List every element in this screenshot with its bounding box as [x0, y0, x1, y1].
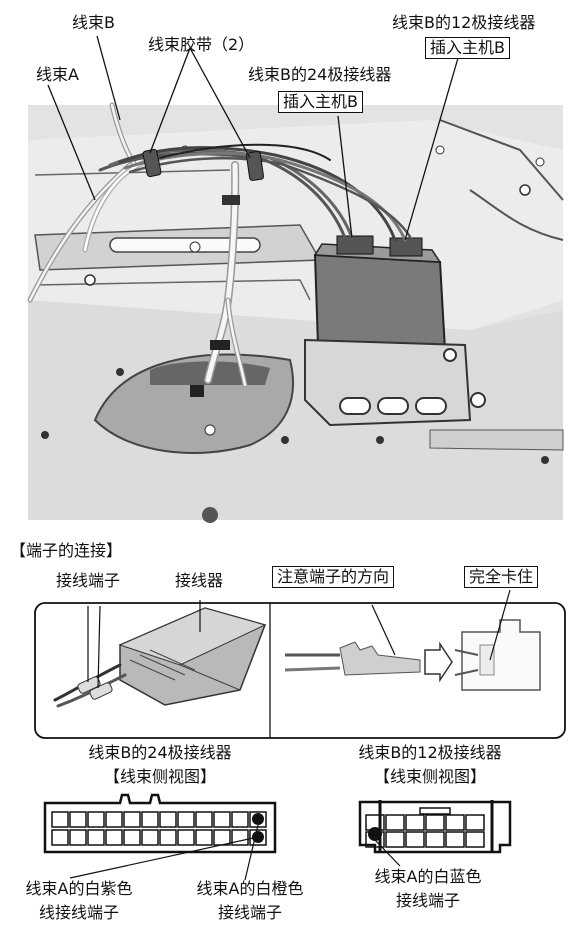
label-white-purple-line1: 线束A的白紫色 [25, 879, 133, 898]
label-white-orange-line2: 接线端子 [217, 903, 282, 922]
top-leader-lines [47, 35, 459, 241]
vehicle-panel-photo [27, 102, 564, 523]
connector-24pin-view [43, 793, 277, 881]
terminal-panel [34, 589, 566, 739]
label-note-direction: 注意端子的方向 [272, 566, 395, 588]
label-fully-locked: 完全卡住 [464, 566, 539, 588]
label-insert-host-b-1: 插入主机B [425, 37, 510, 59]
label-wire-terminal: 接线端子 [56, 571, 121, 590]
label-insert-host-b-2: 插入主机B [278, 91, 363, 113]
terminal-section-heading: 【端子的连接】 [10, 541, 123, 560]
label-harness-b: 线束B [72, 13, 115, 32]
view-24pin-subtitle: 【线束侧视图】 [103, 767, 216, 786]
label-harness-a: 线束A [36, 65, 79, 84]
view-12pin-title: 线束B的12极接线器 [358, 743, 502, 762]
label-connector: 接线器 [175, 571, 224, 590]
view-24pin-title: 线束B的24极接线器 [88, 743, 232, 762]
connector-12pin-view [358, 800, 512, 867]
label-white-purple-line2: 线接线端子 [38, 903, 119, 922]
label-harness-b-12pin: 线束B的12极接线器 [392, 13, 536, 32]
label-white-blue-line1: 线束A的白蓝色 [374, 867, 482, 886]
label-harness-tape: 线束胶带（2） [148, 35, 255, 54]
label-white-orange-line1: 线束A的白橙色 [196, 879, 304, 898]
label-harness-b-24pin: 线束B的24极接线器 [248, 65, 392, 84]
label-white-blue-line2: 接线端子 [395, 891, 460, 910]
view-12pin-subtitle: 【线束侧视图】 [373, 767, 486, 786]
